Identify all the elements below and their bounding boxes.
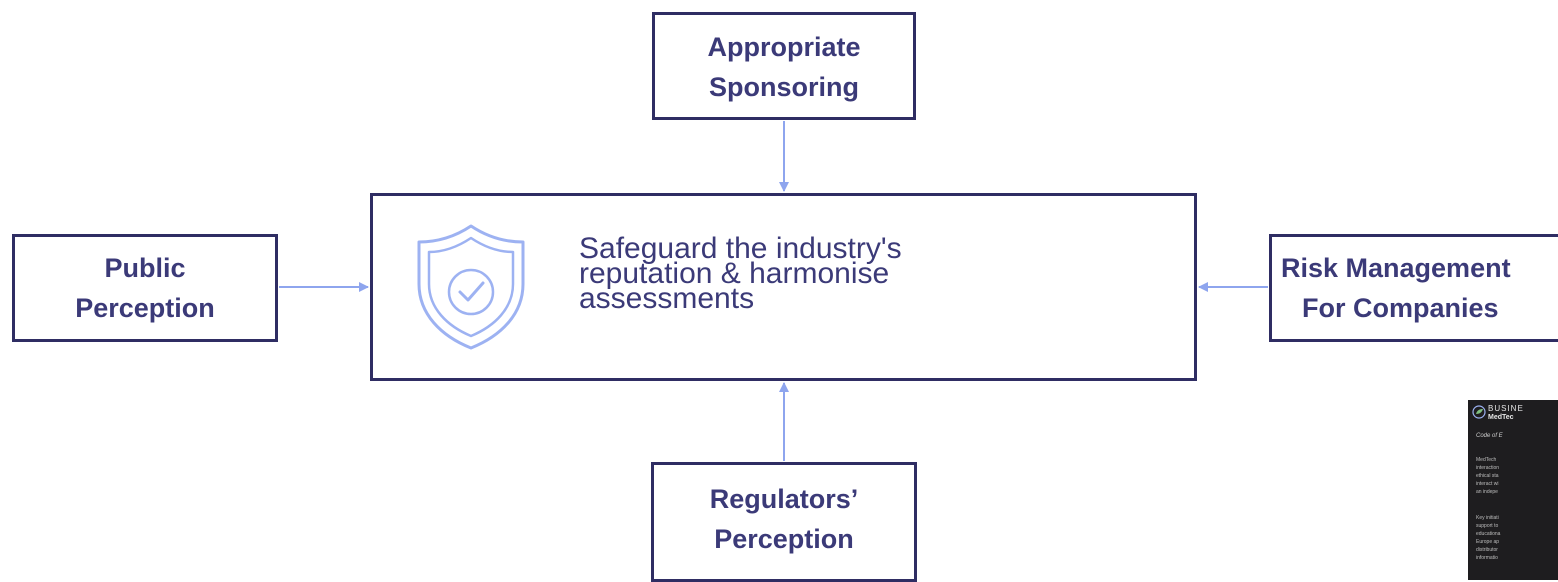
document-thumbnail: BUSINE MedTec Code of E MedTech interact… [1468,400,1558,580]
leaf-logo-icon [1472,405,1486,419]
thumbnail-header-line-1: BUSINE [1488,404,1524,413]
regulators-perception-line-1: Regulators’ [709,484,859,514]
risk-management-box: Risk Management For Companies [1269,234,1558,342]
central-goal-line-2: reputation & harmonise [579,257,890,290]
thumbnail-paragraph-2: Key initiati support to educationa Europ… [1476,514,1500,562]
thumbnail-paragraph-1-line: an indepe [1476,489,1498,495]
central-goal-line-3: assessments [579,282,755,315]
regulators-perception-line-2: Perception [714,524,854,554]
appropriate-sponsoring-line-2: Sponsoring [709,72,859,102]
shield-check-icon [417,224,525,350]
thumbnail-italic-line: Code of E [1476,433,1503,439]
thumbnail-paragraph-2-line: Key initiati [1476,515,1499,521]
appropriate-sponsoring-line-1: Appropriate [707,32,861,62]
thumbnail-paragraph-2-line: Europe ap [1476,539,1500,545]
thumbnail-paragraph-1-line: interaction [1476,465,1500,471]
thumbnail-paragraph-2-line: informatio [1476,555,1498,561]
thumbnail-paragraph-1-line: MedTech [1476,457,1497,463]
public-perception-line-1: Public [104,253,186,283]
thumbnail-paragraph-1: MedTech interaction ethical sta interact… [1476,456,1499,496]
public-perception-line-2: Perception [75,293,215,323]
thumbnail-paragraph-2-line: support to [1476,523,1499,529]
thumbnail-paragraph-1-line: ethical sta [1476,473,1499,479]
thumbnail-header-line-2: MedTec [1488,414,1514,421]
thumbnail-paragraph-2-line: educationa [1476,531,1501,537]
central-goal-line-1: Safeguard the industry's [579,232,902,265]
thumbnail-paragraph-2-line: distributor [1476,547,1498,553]
connector-arrows [279,121,1268,461]
regulators-perception-box: Regulators’ Perception [651,462,917,582]
risk-management-line-1: Risk Management [1281,253,1511,283]
risk-management-line-2: For Companies [1302,293,1499,323]
appropriate-sponsoring-box: Appropriate Sponsoring [652,12,916,120]
central-goal-text: Safeguard the industry's reputation & ha… [579,232,1099,315]
thumbnail-paragraph-1-line: interact wi [1476,481,1499,487]
central-goal-box: Safeguard the industry's reputation & ha… [370,193,1197,381]
public-perception-box: Public Perception [12,234,278,342]
